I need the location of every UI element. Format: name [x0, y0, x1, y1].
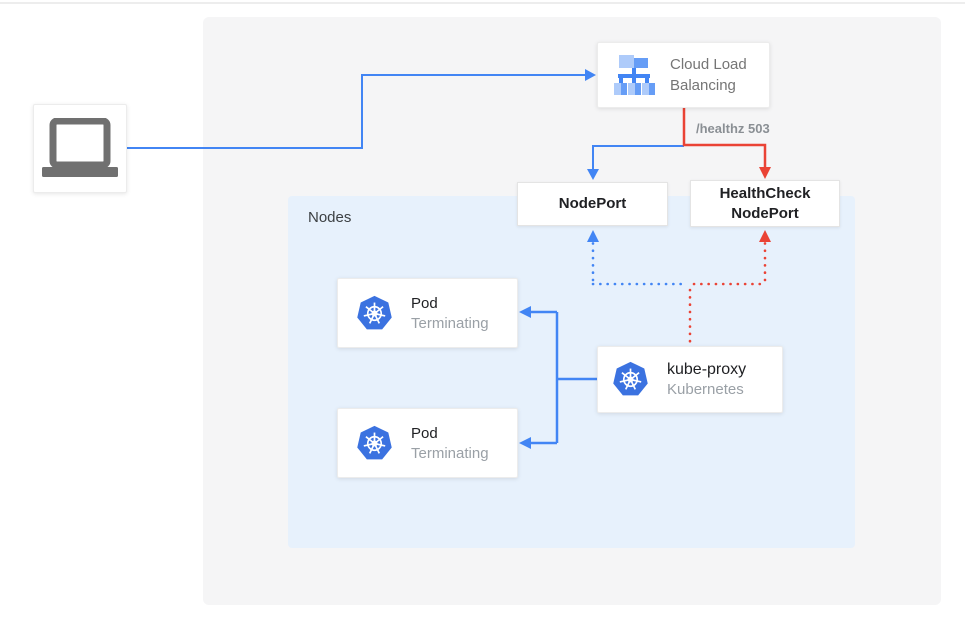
clb-to-nodeport-arrow [587, 145, 684, 180]
pod-title: Pod [411, 424, 438, 442]
load-balancer-icon [614, 55, 655, 95]
kube-proxy-title: kube-proxy [667, 361, 747, 378]
laptop-icon [42, 117, 118, 177]
kubernetes-icon [357, 425, 392, 459]
nodeport-card: NodePort [517, 182, 668, 226]
kubeproxy-to-healthcheck-dotted-arrow [688, 240, 767, 348]
clb-to-healthcheck-arrow [682, 108, 771, 179]
client-to-clb-arrow [127, 69, 596, 149]
healthz-status-label: /healthz 503 [696, 121, 770, 136]
kube-proxy-card: kube-proxy Kubernetes [597, 346, 783, 413]
pod-terminating-card-1: Pod Terminating [337, 278, 518, 348]
client-device-card [33, 104, 127, 193]
kube-proxy-subtitle: Kubernetes [667, 381, 744, 398]
cloud-load-balancing-label: Cloud Load Balancing [670, 56, 747, 94]
kubeproxy-to-nodeport-dotted-arrow [591, 240, 689, 286]
kubernetes-icon [613, 361, 648, 396]
nodes-group-label: Nodes [308, 209, 352, 226]
pod-status: Terminating [411, 314, 489, 332]
healthcheck-nodeport-card: HealthCheck NodePort [690, 180, 840, 227]
pod-terminating-card-2: Pod Terminating [337, 408, 518, 478]
top-divider [0, 2, 965, 4]
pod-status: Terminating [411, 444, 489, 462]
kubernetes-icon [357, 295, 392, 329]
kubeproxy-to-nodeport-arrowhead [587, 230, 599, 242]
kubeproxy-to-healthcheck-arrowhead [759, 230, 771, 242]
kubeproxy-to-pods-arrows [519, 306, 597, 449]
cloud-load-balancing-card: Cloud Load Balancing [597, 42, 770, 108]
pod-title: Pod [411, 294, 438, 312]
